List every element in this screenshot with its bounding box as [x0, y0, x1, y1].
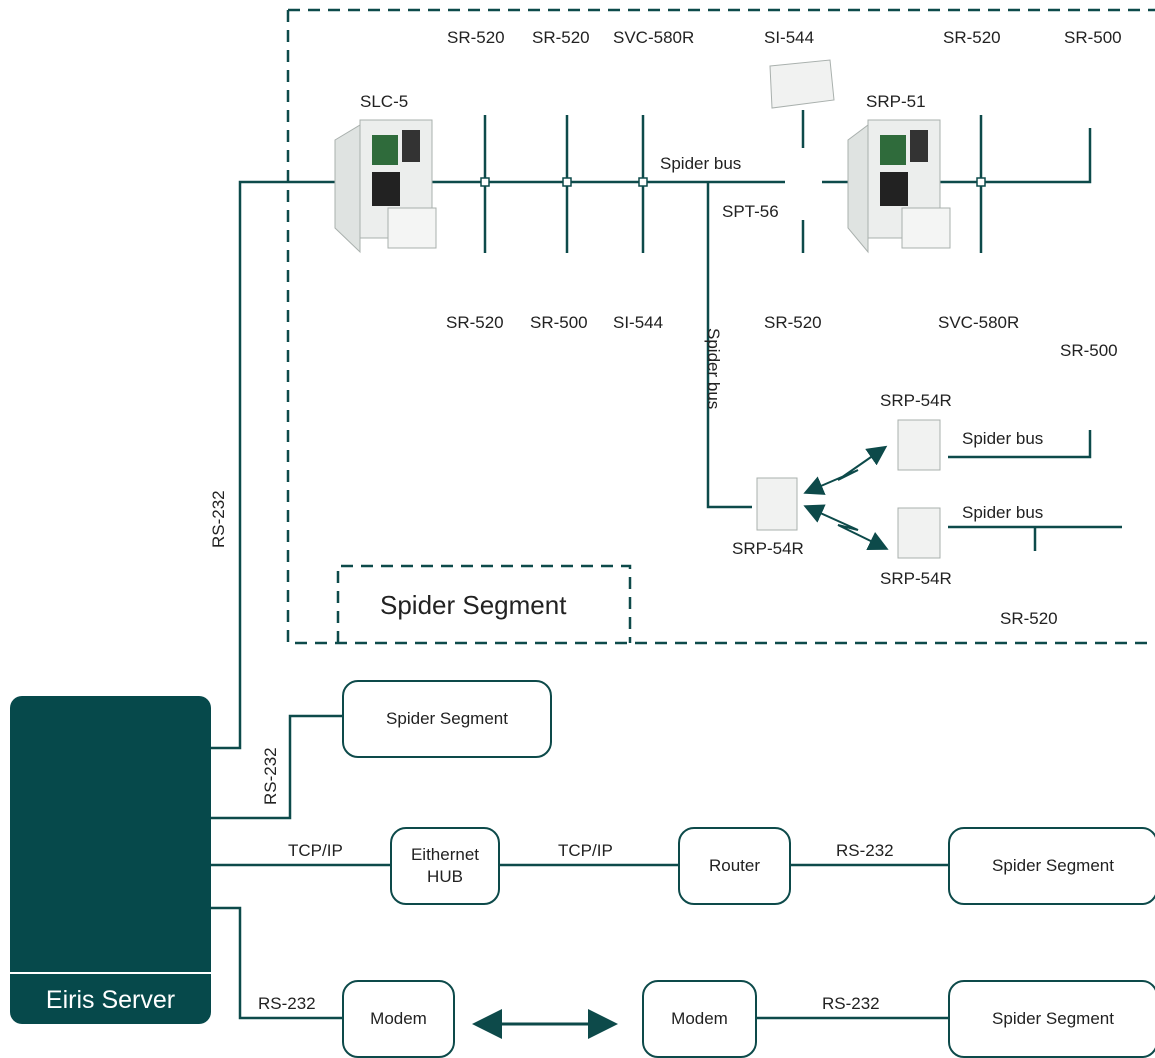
top-label-3: SVC-580R: [613, 28, 695, 47]
spider-segment-box-2[interactable]: Spider Segment: [948, 827, 1155, 905]
modem-left-box[interactable]: Modem: [342, 980, 455, 1058]
wireless-link-lower: [803, 504, 889, 550]
srp54r-lower-label: SRP-54R: [880, 569, 952, 588]
spt56-label: SPT-56: [722, 202, 779, 221]
junction-2: [562, 177, 572, 187]
top-label-2: SR-520: [532, 28, 590, 47]
spider-segment-box-3[interactable]: Spider Segment: [948, 980, 1155, 1058]
segment-boundary: [286, 8, 1155, 645]
junction-1: [480, 177, 490, 187]
bottom-label-2: SR-500: [530, 313, 588, 332]
si544-device-image: [769, 59, 835, 109]
spider-segment-box-1[interactable]: Spider Segment: [342, 680, 552, 758]
top-label-1: SR-520: [447, 28, 505, 47]
rs232-modem-left-label: RS-232: [258, 994, 316, 1013]
spider-bus-vertical: [706, 182, 752, 509]
rs232-segment-line: [211, 714, 342, 820]
wireless-link-upper: [803, 445, 888, 495]
bottom-label-3: SI-544: [613, 313, 664, 332]
spider-bus-vertical-label: Spider bus: [704, 328, 723, 410]
spider-bus-upper-label: Spider bus: [962, 429, 1044, 448]
sr520-bottom-label: SR-520: [1000, 609, 1058, 628]
top-label-6: SR-500: [1064, 28, 1122, 47]
router-box[interactable]: Router: [678, 827, 791, 905]
srp51-panel-image: [847, 119, 951, 254]
junction-3: [638, 177, 648, 187]
rs232-modem-right-label: RS-232: [822, 994, 880, 1013]
slc5-label: SLC-5: [360, 92, 409, 111]
srp54r-center-image: [756, 477, 798, 531]
spider-segment-title: Spider Segment: [380, 590, 567, 620]
modem-right-box[interactable]: Modem: [642, 980, 757, 1058]
segment-label-frame: [336, 564, 632, 643]
bottom-label-6: SR-500: [1060, 341, 1118, 360]
rs232-router-label: RS-232: [836, 841, 894, 860]
modem-right-label: Modem: [671, 1009, 728, 1028]
spider-segment-box-2-label: Spider Segment: [992, 856, 1114, 875]
bottom-label-5: SVC-580R: [938, 313, 1020, 332]
srp51-label: SRP-51: [866, 92, 926, 111]
router-label: Router: [708, 856, 761, 875]
top-label-5: SR-520: [943, 28, 1001, 47]
top-label-4: SI-544: [764, 28, 815, 47]
rs232-main-line: [211, 180, 340, 750]
junction-4: [976, 177, 986, 187]
modem-left-label: Modem: [370, 1009, 427, 1028]
srp54r-upper-image: [897, 419, 941, 471]
spider-segment-box-1-label: Spider Segment: [386, 709, 508, 728]
tcpip-label-1: TCP/IP: [288, 841, 343, 860]
ethernet-hub-box[interactable]: Eithernet HUB: [390, 827, 500, 905]
srp54r-lower-image: [897, 507, 941, 559]
rs232-modem-left-line: [211, 906, 342, 1020]
srp54r-upper-label: SRP-54R: [880, 391, 952, 410]
bottom-label-1: SR-520: [446, 313, 504, 332]
spider-segment-box-3-label: Spider Segment: [992, 1009, 1114, 1028]
slc5-panel-image: [334, 119, 437, 254]
spider-bus-main-label: Spider bus: [660, 154, 742, 173]
eiris-server[interactable]: Eiris Server: [10, 696, 211, 1024]
spider-bus-upper: [948, 430, 1092, 459]
srp54r-center-label: SRP-54R: [732, 539, 804, 558]
ethernet-hub-line2: HUB: [427, 867, 463, 886]
spider-bus-lower-label: Spider bus: [962, 503, 1044, 522]
bottom-label-4: SR-520: [764, 313, 822, 332]
server-divider: [10, 972, 211, 974]
rs232-main-label: RS-232: [209, 490, 228, 548]
spider-bus-right: [940, 128, 1092, 184]
server-label: Eiris Server: [45, 986, 176, 1014]
rs232-segment-label: RS-232: [261, 747, 280, 805]
ethernet-hub-line1: Eithernet: [410, 845, 480, 864]
tcpip-label-2: TCP/IP: [558, 841, 613, 860]
